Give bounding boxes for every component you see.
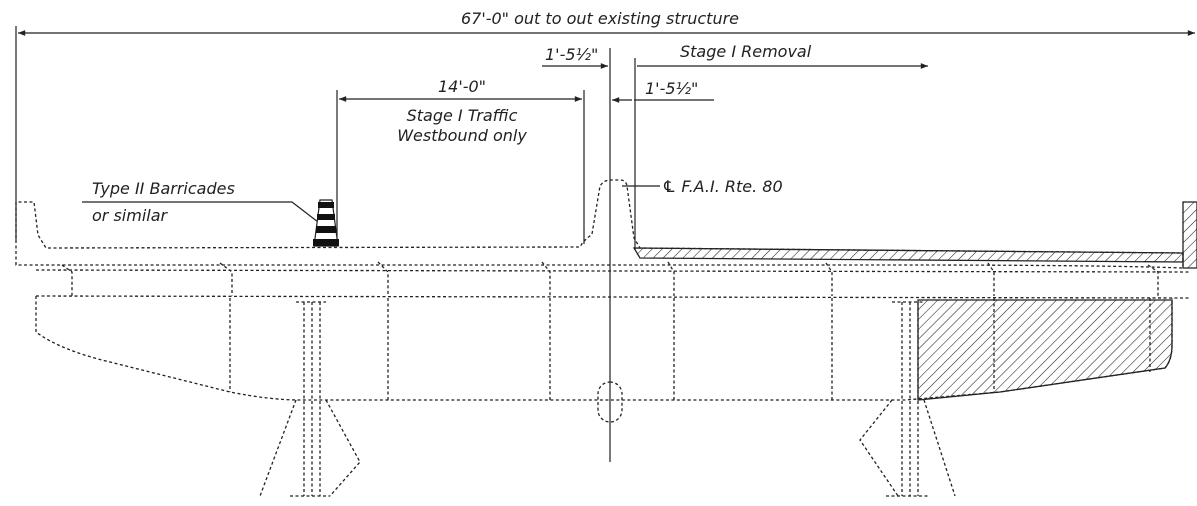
- columns: [259, 301, 956, 497]
- barricade-note: Type II Barricades or similar: [82, 179, 319, 225]
- lane-width-label: 14'-0": [438, 77, 486, 96]
- traffic-label-line1: Stage I Traffic: [407, 106, 518, 125]
- pier-cap: [35, 296, 1173, 423]
- lane-width-dimension: 14'-0" Stage I Traffic Westbound only: [336, 77, 585, 244]
- offset-left-dimension: 1'-5½": [542, 45, 608, 69]
- offset-right-label: 1'-5½": [645, 79, 698, 98]
- overall-width-dimension: 67'-0" out to out existing structure: [15, 9, 1196, 240]
- barricade-label-line2: or similar: [92, 206, 169, 225]
- centerline-label: ℄ F.A.I. Rte. 80: [662, 177, 783, 196]
- offset-right-dimension: 1'-5½": [612, 79, 714, 103]
- girders: [35, 261, 1191, 299]
- traffic-label-line2: Westbound only: [397, 126, 527, 145]
- stage-removal-dimension: Stage I Removal: [634, 42, 928, 250]
- overall-width-label: 67'-0" out to out existing structure: [461, 9, 739, 28]
- barricade-label-line1: Type II Barricades: [92, 179, 235, 198]
- offset-left-label: 1'-5½": [545, 45, 598, 64]
- barricade-icon: [313, 199, 339, 247]
- deck-slab: [15, 179, 1197, 269]
- centerline: ℄ F.A.I. Rte. 80: [609, 48, 783, 462]
- stage-removal-label: Stage I Removal: [680, 42, 812, 61]
